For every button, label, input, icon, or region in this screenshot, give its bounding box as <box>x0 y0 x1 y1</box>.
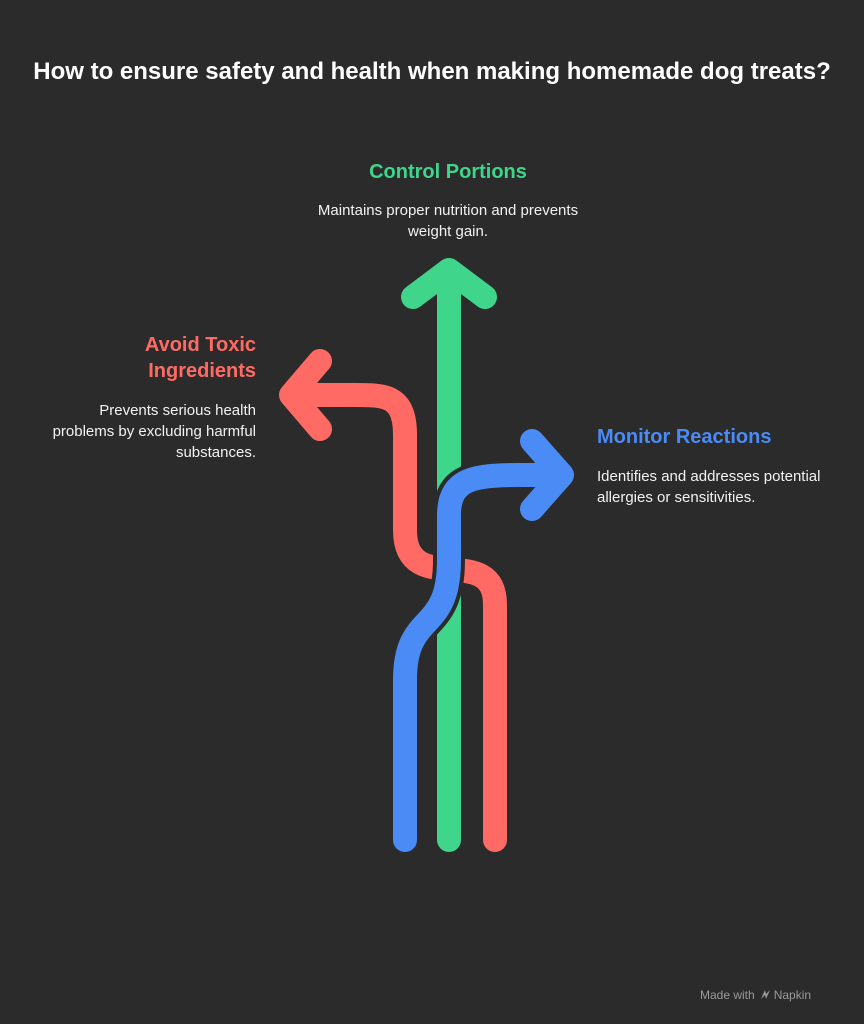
control-portions-description: Maintains proper nutrition and prevents … <box>317 202 579 240</box>
avoid-toxic-ingredients-description: Prevents serious health problems by excl… <box>52 402 256 461</box>
watermark-prefix: Made with <box>700 987 755 1002</box>
napkin-logo-icon <box>760 990 770 1000</box>
control-portions-heading: Control Portions <box>369 161 527 183</box>
avoid-toxic-ingredients-arrow <box>279 349 511 856</box>
watermark-brand: Napkin <box>773 987 812 1002</box>
monitor-reactions-description: Identifies and addresses potential aller… <box>597 468 821 506</box>
watermark: Made with Napkin <box>700 986 840 1003</box>
avoid-toxic-ingredients-heading: Avoid Toxic Ingredients <box>144 334 256 382</box>
monitor-reactions-heading: Monitor Reactions <box>597 426 772 448</box>
page-title: How to ensure safety and health when mak… <box>33 58 831 85</box>
monitor-reactions-arrow <box>389 429 574 856</box>
